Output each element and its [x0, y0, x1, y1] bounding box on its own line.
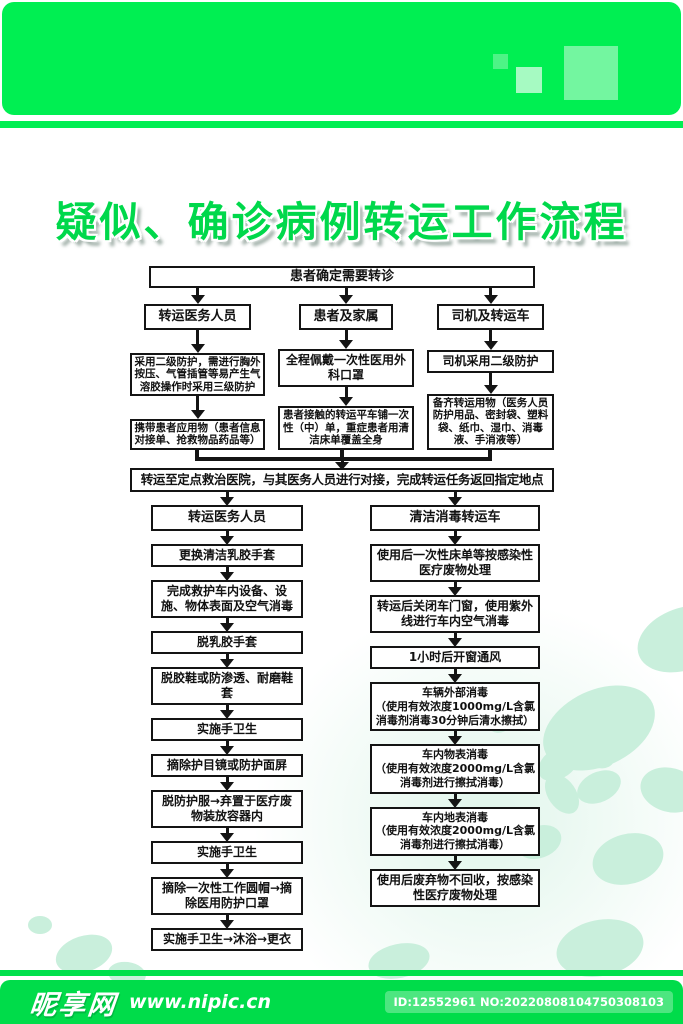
connector-line [195, 450, 199, 459]
arrow-down-icon [219, 654, 235, 668]
branch-header-box: 转运医务人员 [151, 505, 303, 531]
branch-header-box: 清洁消毒转运车 [370, 505, 540, 531]
site-logo: 昵享网 [28, 989, 119, 1021]
decor-leaf-blob [28, 916, 52, 934]
arrow-down-icon [338, 288, 354, 304]
flow-step-box: 转运后关闭车门窗，使用紫外线进行车内空气消毒 [370, 595, 540, 633]
flow-step-box: 采用二级防护，需进行胸外按压、气管插管等易产生气溶胶操作时采用三级防护 [130, 352, 265, 397]
arrow-down-icon [483, 288, 499, 304]
flowchart: 患者确定需要转诊 转运医务人员 采用二级防护，需进行胸外按压、气管插管等易产生气… [130, 266, 554, 951]
arrow-down-icon [219, 567, 235, 581]
flow-step-box: 患者接触的转运平车铺一次性（中）单，重症患者用清洁床单覆盖全身 [278, 406, 414, 450]
header-stripe [0, 121, 683, 128]
flow-step-box: 摘除一次性工作圆帽→摘除医用防护口罩 [151, 877, 303, 915]
connector-line [195, 457, 492, 461]
column-header-box: 司机及转运车 [437, 304, 544, 330]
flow-step-box: 脱防护服→弃置于医疗废物装放容器内 [151, 790, 303, 828]
flow-column-staff-decontamination: 转运医务人员 更换清洁乳胶手套 完成救护车内设备、设施、物体表面及空气消毒 脱乳… [151, 492, 303, 951]
arrow-down-icon [190, 396, 206, 419]
arrow-down-icon [334, 459, 350, 470]
flow-step-box: 实施手卫生→沐浴→更衣 [151, 928, 303, 951]
flow-column-driver-vehicle: 司机及转运车 司机采用二级防护 备齐转运用物（医务人员防护用品、密封袋、塑料袋、… [427, 288, 554, 450]
arrow-down-icon [447, 669, 463, 683]
flow-step-box: 携带患者应用物（患者信息对接单、抢救物品药品等） [130, 418, 265, 450]
arrow-down-icon [219, 828, 235, 842]
flow-column-vehicle-decontamination: 清洁消毒转运车 使用后一次性床单等按感染性医疗废物处理 转运后关闭车门窗，使用紫… [370, 492, 540, 907]
arrow-down-icon [219, 618, 235, 632]
arrow-down-icon [219, 531, 235, 545]
flow-step-box: 1小时后开窗通风 [370, 646, 540, 669]
arrow-down-icon [447, 731, 463, 746]
decor-square-large [564, 46, 618, 100]
connector-line [340, 450, 344, 459]
flow-step-box: 备齐转运用物（医务人员防护用品、密封袋、塑料袋、纸巾、湿巾、消毒液、手消液等） [427, 393, 554, 450]
flow-step-box: 脱乳胶手套 [151, 631, 303, 654]
flow-column-medical-staff: 转运医务人员 采用二级防护，需进行胸外按压、气管插管等易产生气溶胶操作时采用三级… [130, 288, 265, 450]
flow-start-box: 患者确定需要转诊 [149, 266, 535, 288]
page-title: 疑似、确诊病例转运工作流程 [55, 198, 628, 246]
flow-merge-box: 转运至定点救治医院，与其医务人员进行对接，完成转运任务返回指定地点 [130, 468, 554, 492]
flow-step-box: 车辆外部消毒 （使用有效浓度1000mg/L含氯消毒剂消毒30分钟后清水擦拭） [370, 682, 540, 732]
arrow-down-icon [483, 373, 499, 394]
flow-step-box: 实施手卫生 [151, 718, 303, 741]
flow-step-box: 摘除护目镜或防护面屏 [151, 754, 303, 777]
arrow-down-icon [483, 330, 499, 351]
flow-step-box: 全程佩戴一次性医用外科口罩 [278, 349, 414, 388]
arrow-down-icon [219, 705, 235, 719]
connector-line [488, 450, 492, 459]
footer-bar: 昵享网 www.nipic.cn ID:12552961 NO:20220808… [0, 980, 683, 1024]
arrow-down-icon [219, 492, 235, 506]
arrow-down-icon [447, 531, 463, 545]
decor-square-small [493, 54, 508, 69]
flow-step-box: 脱胶鞋或防渗透、耐磨鞋套 [151, 667, 303, 705]
footer-stripe [0, 970, 683, 976]
arrow-down-icon [338, 330, 354, 350]
flow-step-box: 使用后废弃物不回收，按感染性医疗废物处理 [370, 868, 540, 907]
flow-step-box: 实施手卫生 [151, 841, 303, 864]
arrow-down-icon [219, 915, 235, 929]
flow-step-box: 车内物表消毒 （使用有效浓度2000mg/L含氯消毒剂进行擦拭消毒） [370, 744, 540, 794]
column-header-box: 患者及家属 [299, 304, 393, 330]
arrow-down-icon [447, 793, 463, 808]
arrow-down-icon [219, 777, 235, 791]
decor-square-medium [516, 67, 542, 93]
image-id-badge: ID:12552961 NO:20220808104750308103 [384, 991, 673, 1013]
header-bar [2, 2, 681, 115]
flow-step-box: 使用后一次性床单等按感染性医疗废物处理 [370, 544, 540, 582]
arrow-down-icon [190, 330, 206, 353]
arrow-down-icon [219, 741, 235, 755]
flow-step-box: 更换清洁乳胶手套 [151, 544, 303, 567]
arrow-down-icon [447, 492, 463, 506]
flow-column-patient-family: 患者及家属 全程佩戴一次性医用外科口罩 患者接触的转运平车铺一次性（中）单，重症… [278, 288, 414, 450]
arrow-down-icon [447, 855, 463, 870]
arrow-down-icon [447, 582, 463, 596]
merge-connector [130, 450, 554, 470]
flow-step-box: 车内地表消毒 （使用有效浓度2000mg/L含氯消毒剂进行擦拭消毒） [370, 806, 540, 856]
arrow-down-icon [190, 288, 206, 304]
arrow-down-icon [447, 633, 463, 647]
column-header-box: 转运医务人员 [144, 304, 251, 330]
site-url: www.nipic.cn [129, 991, 272, 1013]
arrow-down-icon [219, 864, 235, 878]
flow-step-box: 完成救护车内设备、设施、物体表面及空气消毒 [151, 580, 303, 618]
arrow-down-icon [338, 387, 354, 407]
flow-step-box: 司机采用二级防护 [427, 350, 554, 374]
flow-top-columns: 转运医务人员 采用二级防护，需进行胸外按压、气管插管等易产生气溶胶操作时采用三级… [130, 288, 554, 450]
